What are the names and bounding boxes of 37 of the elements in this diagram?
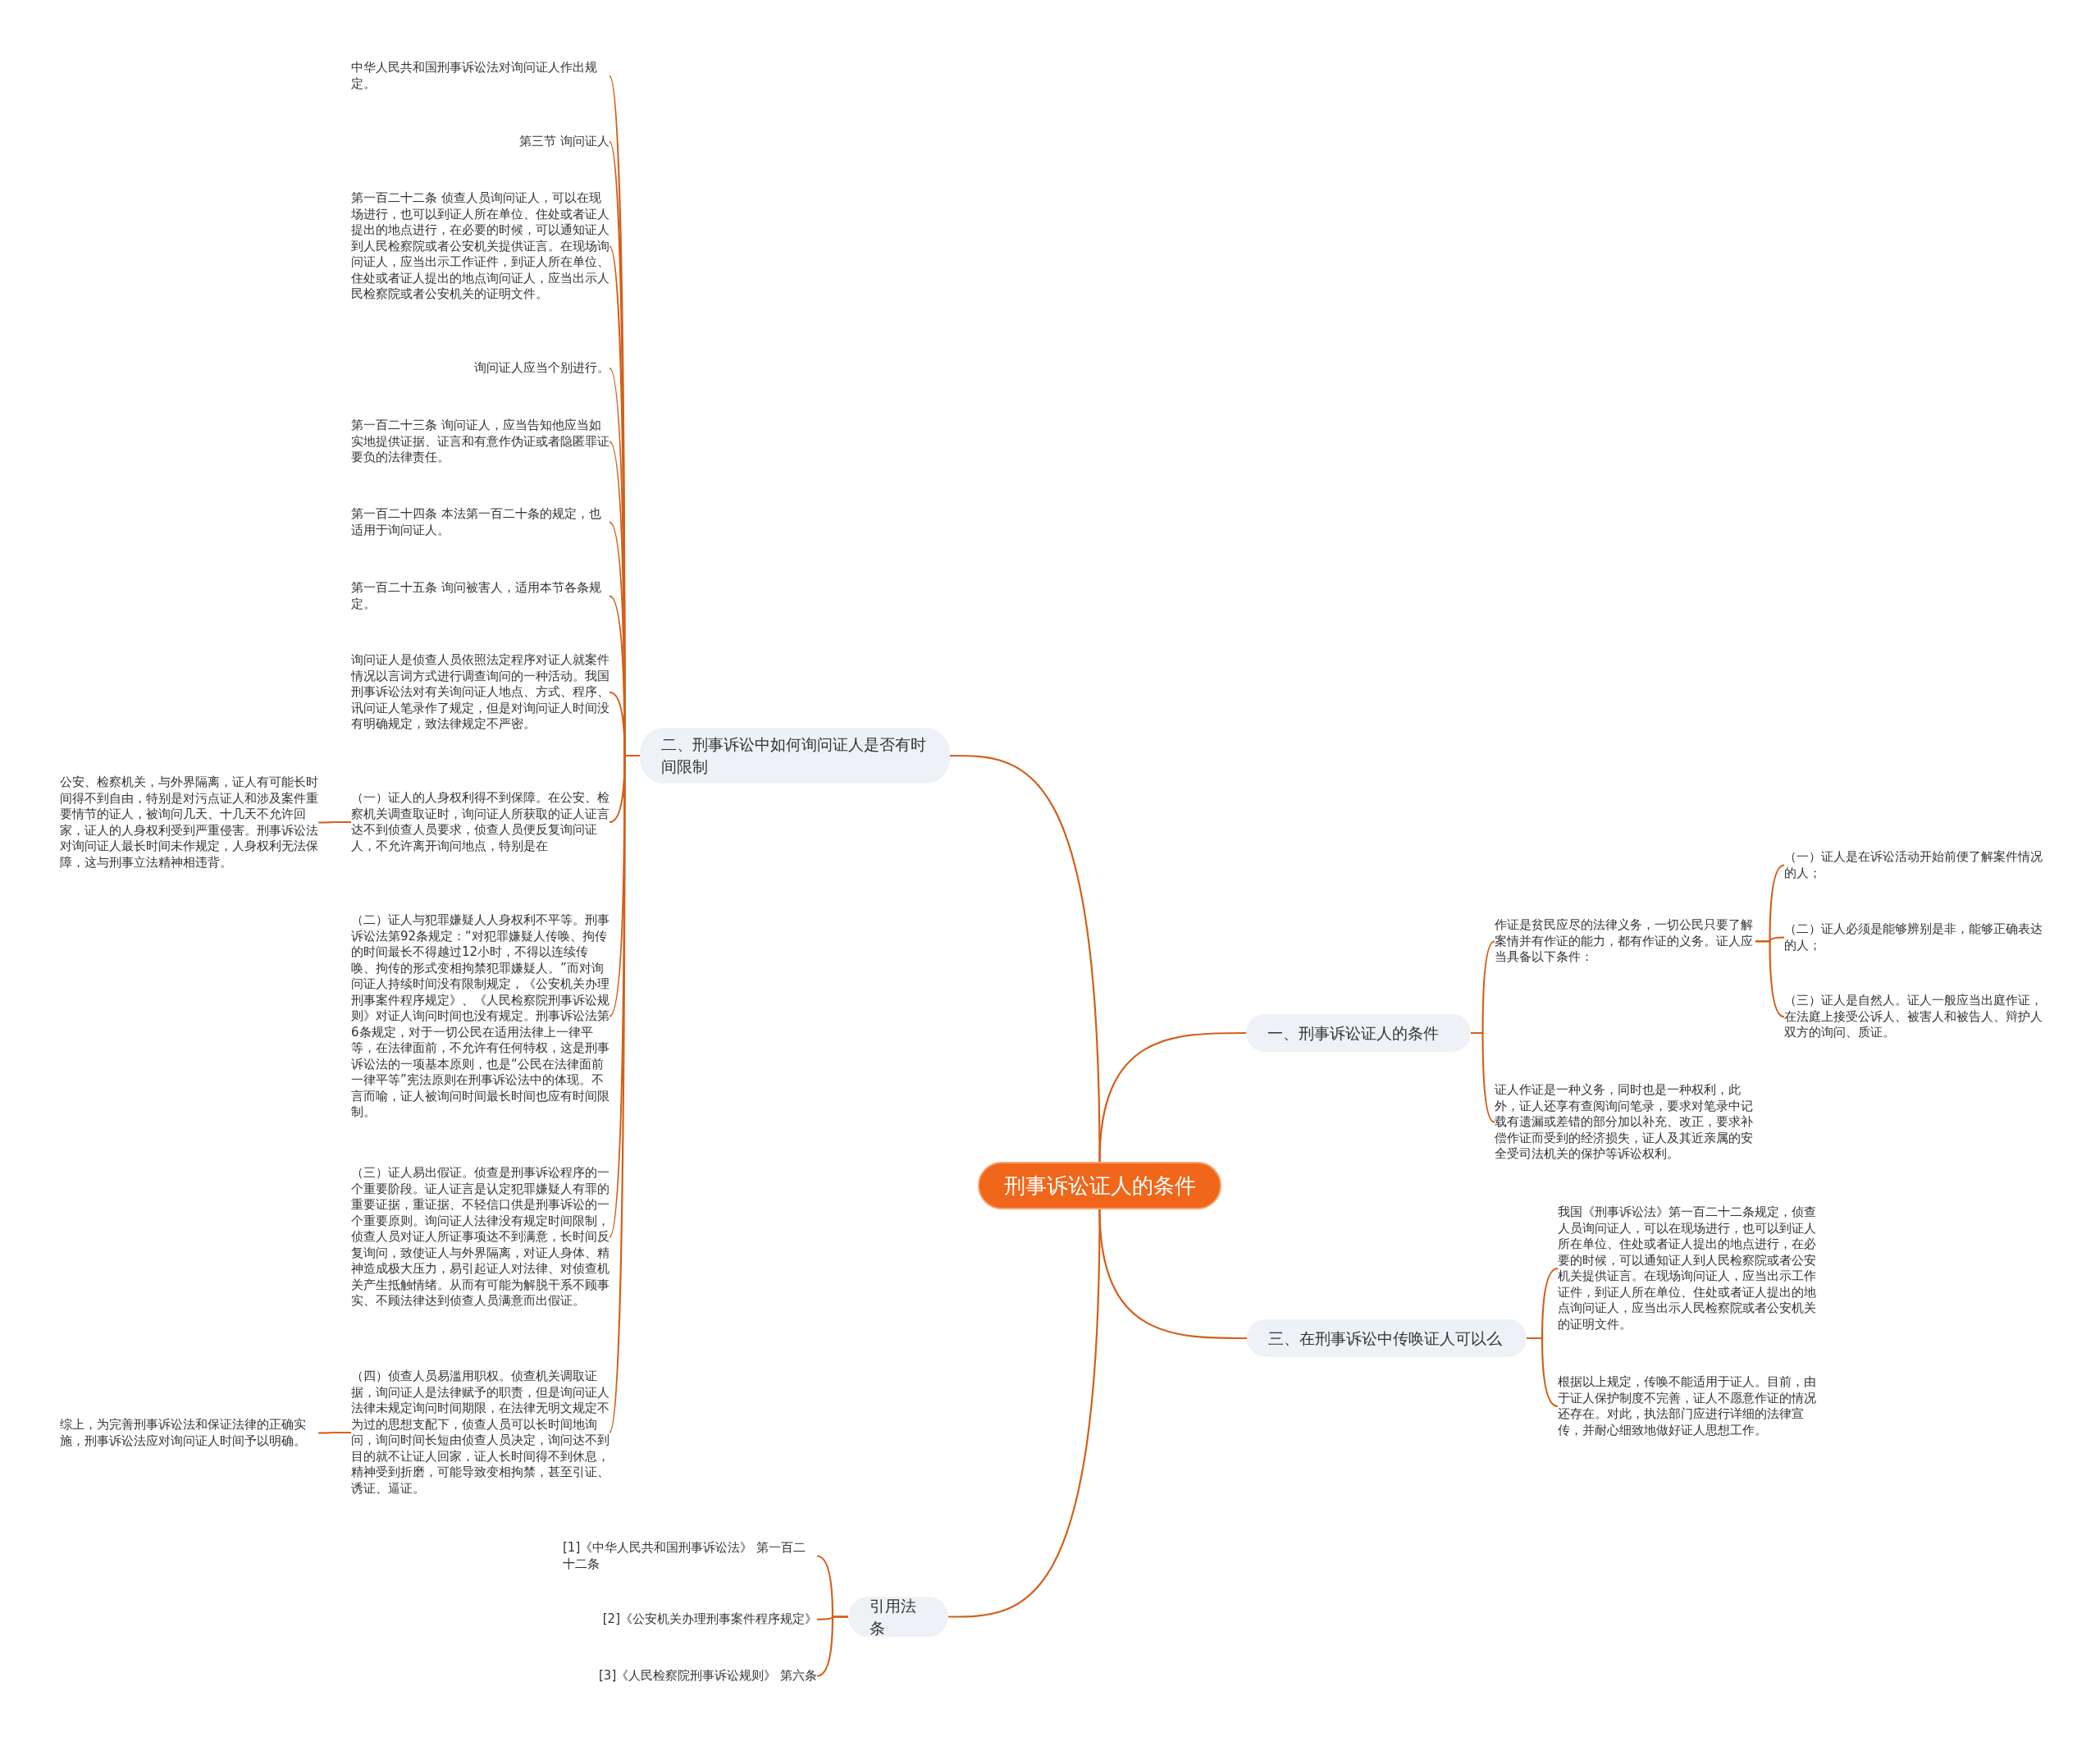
note-text: 第一百二十三条 询问证人，应当告知他应当如实地提供证据、证言和有意作伪证或者隐匿罪证要负的法律责任。 xyxy=(351,418,609,466)
connector-line xyxy=(318,1431,351,1434)
note-text: （三）证人易出假证。侦查是刑事诉讼程序的一个重要阶段。证人证言是认定犯罪嫌疑人有罪的重要证据，重证据、不轻信口供是刑事诉讼的一个重要原则。询问证人法律没有规定时间限制，侦查人员对证人所证事项达不到满意，长时间反复询问，致使证人与外界隔离，对证人身体、精神造成极大压力，易引起证人对法律、对侦查机关产生抵触情绪。从而有可能为解脱干系不顾事实、不顾法律达到侦查人员满意而出假证。 xyxy=(351,1165,609,1310)
note-text: （一）证人是在诉讼活动开始前便了解案件情况的人； xyxy=(1784,849,2043,881)
connector-line xyxy=(1755,940,1785,1018)
note-text: 第一百二十五条 询问被害人，适用本节各条规定。 xyxy=(351,580,609,612)
note-text: 证人作证是一种义务，同时也是一种权利，此外，证人还享有查阅询问笔录，要求对笔录中记载有遗漏或差错的部分加以补充、改正，要求补偿作证而受到的经济损失，证人及其近亲属的安全受司法机关的保护等诉讼权利。 xyxy=(1495,1082,1755,1163)
note-text: 根据以上规定，传唤不能适用于证人。目前，由于证人保护制度不完善，证人不愿意作证的情况还存在。对此，执法部门应进行详细的法律宣传，并耐心细致地做好证人思想工作。 xyxy=(1558,1374,1819,1438)
note-text: （四）侦查人员易滥用职权。侦查机关调取证据，询问证人是法律赋予的职责，但是询问证人法律未规定询问时间期限，在法律无明文规定不为过的思想支配下，侦查人员可以长时间地询问，询问时间长短由侦查人员决定，询问达不到目的就不让证人回家，证人长时间得不到休息，精神受到折磨，可能导致变相拘禁，甚至引证、诱证、逼证。 xyxy=(351,1369,609,1497)
note-text: 第三节 询问证人 xyxy=(351,134,609,150)
note-text: （二）证人必须是能够辨别是非，能够正确表达的人； xyxy=(1784,921,2043,953)
topic-pill: 二、刑事诉讼中如何询问证人是否有时间限制 xyxy=(640,728,950,784)
connector-line xyxy=(318,820,351,824)
connector-line xyxy=(1527,1337,1559,1408)
note-text: 综上，为完善刑事诉讼法和保证法律的正确实施，刑事诉讼法应对询问证人时间予以明确。 xyxy=(60,1417,318,1449)
connector-line xyxy=(816,1616,848,1677)
topic-pill: 引用法条 xyxy=(848,1597,948,1637)
topic-pill: 一、刑事诉讼证人的条件 xyxy=(1246,1014,1471,1052)
note-text: 中华人民共和国刑事诉讼法对询问证人作出规定。 xyxy=(351,60,609,92)
note-text: 第一百二十四条 本法第一百二十条的规定，也适用于询问证人。 xyxy=(351,506,609,538)
connector-line xyxy=(1098,1031,1246,1163)
note-text: （三）证人是自然人。证人一般应当出庭作证，在法庭上接受公诉人、被害人和被告人、辩护人双方的询问、质证。 xyxy=(1784,993,2043,1041)
connector-line xyxy=(1098,1209,1247,1340)
note-text: 询问证人应当个别进行。 xyxy=(351,360,609,377)
note-text: （一）证人的人身权利得不到保障。在公安、检察机关调查取证时，询问证人所获取的证人证言达不到侦查人员要求，侦查人员便反复询问证人，不允许离开询问地点，特别是在 xyxy=(351,790,609,854)
note-text: （二）证人与犯罪嫌疑人人身权利不平等。刑事诉讼法第92条规定：“对犯罪嫌疑人传唤、拘传的时间最长不得越过12小时，不得以连续传唤、拘传的形式变相拘禁犯罪嫌疑人。”而对询问证人持续时间没有限制规定，《公安机关办理刑事案件程序规定》、《人民检察院刑事诉讼规则》对证人询问时间也没有规定。刑事诉讼法第6条规定，对于一切公民在适用法律上一律平等，在法律面前，不允许有任何特权，这是刑事诉讼法的一项基本原则，也是“公民在法律面前一律平等”宪法原则在刑事诉讼法中的体现。不言而喻，证人被询问时间最长时间也应有时间限制。 xyxy=(351,912,609,1121)
note-text: 我国《刑事诉讼法》第一百二十二条规定，侦查人员询问证人，可以在现场进行，也可以到证人所在单位、住处或者证人提出的地点进行，在必要的时候，可以通知证人到人民检察院或者公安机关提供证言。在现场询问证人，应当出示工作证件，到证人所在单位、住处或者证人提出的地点询问证人，应当出示人民检察院或者公安机关的证明文件。 xyxy=(1558,1204,1819,1332)
note-text: [1]《中华人民共和国刑事诉讼法》 第一百二十二条 xyxy=(563,1540,817,1572)
connector-line xyxy=(1471,1031,1495,1123)
note-text: 公安、检察机关，与外界隔离，证人有可能长时间得不到自由，特别是对污点证人和涉及案件重要情节的证人，被询问几天、十几天不允许回家，证人的人身权利受到严重侵害。刑事诉讼法对询问证人最长时间未作规定，人身权利无法保障，这与刑事立法精神相违背。 xyxy=(60,775,318,871)
note-text: [2]《公安机关办理刑事案件程序规定》 xyxy=(563,1611,817,1628)
note-text: 询问证人是侦查人员依照法定程序对证人就案件情况以言词方式进行调查询问的一种活动。我国刑事诉讼法对有关询问证人地点、方式、程序、讯问证人笔录作了规定，但是对询问证人时间没有明确规定，致法律规定不严密。 xyxy=(351,652,609,733)
note-text: 作证是贫民应尽的法律义务，一切公民只要了解案情并有作证的能力，都有作证的义务。证人应当具备以下条件： xyxy=(1495,917,1755,966)
note-text: [3]《人民检察院刑事诉讼规则》 第六条 xyxy=(563,1668,817,1684)
topic-pill: 三、在刑事诉讼中传唤证人可以么 xyxy=(1247,1319,1527,1357)
central-topic-pill: 刑事诉讼证人的条件 xyxy=(978,1162,1221,1209)
note-text: 第一百二十二条 侦查人员询问证人，可以在现场进行，也可以到证人所在单位、住处或者证人提出的地点进行，在必要的时候，可以通知证人到人民检察院或者公安机关提供证言。在现场询问证人，应当出示工作证件，到证人所在单位、住处或者证人提出的地点询问证人，应当出示人民检察院或者公安机关的证明文件。 xyxy=(351,190,609,303)
